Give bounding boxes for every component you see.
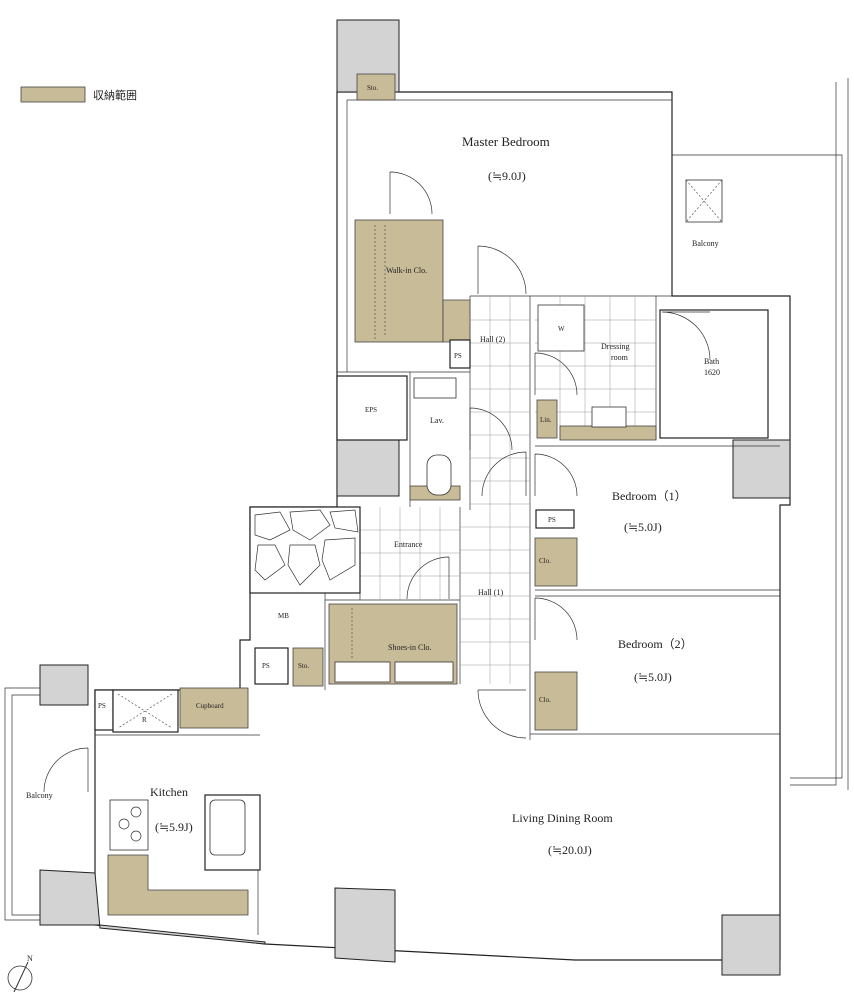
bath-line2: 1620	[704, 368, 720, 377]
master-bedroom-name: Master Bedroom	[462, 134, 550, 149]
cupboard	[179, 687, 249, 729]
kitchen-counter	[107, 854, 249, 916]
dressing-vanity	[591, 406, 627, 428]
compass-needle	[13, 961, 29, 993]
bedroom2-name: Bedroom（2）	[618, 637, 693, 651]
refrigerator-label: R	[142, 716, 147, 724]
storage-areas: Walk-in Clo. Shoes-in Clo. Cupboard Sto.…	[107, 73, 657, 916]
ps-hall-label: PS	[454, 352, 462, 360]
closet-bedroom2-label: Clo.	[539, 696, 551, 704]
balcony-west-label: Balcony	[26, 791, 53, 800]
kitchen-name: Kitchen	[150, 785, 188, 799]
mb-label: MB	[278, 612, 289, 620]
lav-sink-counter	[413, 377, 457, 399]
balcony-east: Balcony	[672, 78, 849, 790]
closet-bedroom2	[534, 671, 578, 731]
dressing-line2: room	[611, 353, 629, 362]
hall2-label: Hall (2)	[480, 335, 505, 344]
ps-bedroom1-label: PS	[548, 516, 556, 524]
master-bedroom-size: (≒9.0J)	[488, 169, 526, 183]
ps-entry-label: PS	[262, 662, 270, 670]
balcony-west: Balcony	[4, 687, 53, 921]
closet-bedroom1-label: Clo.	[539, 557, 551, 565]
kitchen-sink	[209, 799, 246, 856]
entrance-label: Entrance	[394, 540, 423, 549]
dressing-line1: Dressing	[601, 342, 629, 351]
living-size: (≒20.0J)	[548, 843, 592, 857]
shoes-closet-label: Shoes-in Clo.	[388, 643, 432, 652]
west-pillar	[39, 664, 89, 706]
storage-top-label: Sto.	[367, 84, 378, 92]
legend-storage-label: 収納範囲	[93, 88, 137, 102]
utility-blocks: PS PS PS PS EPS MB W R	[94, 304, 585, 733]
kitchen-stove	[109, 799, 149, 851]
legend-storage-swatch	[20, 86, 86, 103]
legend: 収納範囲	[20, 86, 137, 103]
doors	[43, 171, 711, 793]
bedroom1-size: (≒5.0J)	[624, 520, 662, 534]
storage-top	[356, 73, 396, 101]
fixtures	[109, 309, 769, 871]
eps-label: EPS	[365, 406, 377, 414]
stone-floor	[249, 506, 361, 594]
ps-kitchen-label: PS	[98, 702, 106, 710]
south-column-1	[334, 887, 396, 963]
closet-bedroom1	[534, 537, 578, 587]
sw-column	[39, 869, 266, 945]
compass-north-label: N	[27, 954, 33, 963]
compass-ring	[7, 965, 33, 991]
room-labels: Master Bedroom (≒9.0J) Hall (2) Dressing…	[150, 134, 720, 857]
walkin-closet	[354, 219, 444, 343]
bedroom2-size: (≒5.0J)	[634, 670, 672, 684]
storage-mid	[292, 647, 324, 687]
compass: N	[7, 954, 33, 993]
bath-column	[732, 439, 791, 499]
south-column-2	[721, 914, 781, 976]
balcony-east-label: Balcony	[692, 239, 719, 248]
toilet	[426, 454, 452, 496]
bedroom1-name: Bedroom（1）	[612, 489, 687, 503]
eps-column	[336, 439, 400, 497]
cupboard-label: Cupboard	[196, 702, 224, 710]
walkin-closet-label: Walk-in Clo.	[386, 266, 427, 275]
washer-label: W	[558, 325, 565, 333]
hall1-label: Hall (1)	[478, 588, 503, 597]
storage-mid-label: Sto.	[298, 662, 309, 670]
bath-line1: Bath	[704, 357, 719, 366]
linen-closet	[536, 399, 558, 439]
lav-label: Lav.	[430, 416, 444, 425]
interior-walls	[95, 99, 780, 935]
linen-closet-label: Lin.	[540, 416, 552, 424]
living-name: Living Dining Room	[512, 811, 613, 825]
kitchen-size: (≒5.9J)	[155, 820, 193, 834]
